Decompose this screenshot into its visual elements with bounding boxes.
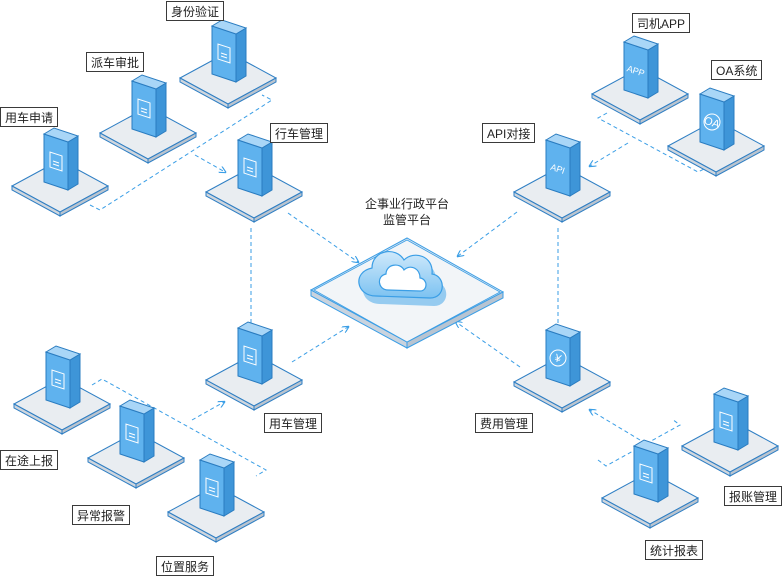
label-dispatch: 派车审批 xyxy=(86,52,145,72)
gear-document-icon xyxy=(243,157,257,178)
node-drive xyxy=(204,133,304,223)
location-pin-icon xyxy=(205,477,219,498)
node-apply xyxy=(10,127,110,217)
svg-text:OA: OA xyxy=(702,115,721,132)
warning-icon xyxy=(51,369,65,390)
label-vehicle: 用车管理 xyxy=(264,413,323,433)
node-identity xyxy=(178,19,278,109)
server-nodes: APP OA API ¥ xyxy=(10,19,780,543)
oa-icon: OA xyxy=(702,113,722,132)
node-reimburse xyxy=(680,387,780,477)
document-icon xyxy=(49,151,63,172)
link-apply-group xyxy=(89,94,274,211)
chart-line-icon xyxy=(719,411,733,432)
node-api: API xyxy=(512,133,612,223)
label-reimburse: 报账管理 xyxy=(724,486,783,506)
node-alarm xyxy=(86,399,186,489)
id-card-icon xyxy=(217,43,231,64)
label-drive: 行车管理 xyxy=(270,123,329,143)
arrow-group-to-drive xyxy=(194,154,225,172)
node-oa: OA xyxy=(666,87,766,177)
center-title-line2: 监管平台 xyxy=(382,213,431,227)
report-icon xyxy=(639,463,653,484)
node-driver-app: APP xyxy=(590,35,690,125)
center-title: 企事业行政平台 监管平台 xyxy=(352,196,462,228)
arrow-stats-group-to-expense xyxy=(590,410,641,441)
label-apply: 用车申请 xyxy=(0,107,59,127)
arrow-drive-to-center xyxy=(287,212,358,262)
node-expense: ¥ xyxy=(512,323,612,413)
label-expense: 费用管理 xyxy=(475,413,534,433)
truck-icon xyxy=(243,345,257,366)
cloud-icon xyxy=(358,251,447,306)
label-identity: 身份验证 xyxy=(166,1,225,21)
label-location: 位置服务 xyxy=(156,556,215,576)
center-platform xyxy=(309,237,505,349)
node-report-road xyxy=(12,345,112,435)
approval-icon xyxy=(137,98,151,119)
label-oa: OA系统 xyxy=(711,60,763,80)
svg-text:API: API xyxy=(549,162,566,176)
arrow-vehicle-to-center xyxy=(291,327,348,363)
arrow-expense-to-center xyxy=(456,322,521,368)
label-api: API对接 xyxy=(482,123,536,143)
node-vehicle xyxy=(204,321,304,411)
label-stats: 统计报表 xyxy=(645,540,704,560)
link-road-group xyxy=(91,378,268,477)
node-location xyxy=(166,453,266,543)
label-report-road: 在途上报 xyxy=(0,450,59,470)
arrow-road-group-to-vehicle xyxy=(191,402,224,421)
arrow-api-to-center xyxy=(458,211,518,256)
center-title-line1: 企事业行政平台 xyxy=(364,197,449,211)
api-icon: API xyxy=(549,162,566,176)
label-alarm: 异常报警 xyxy=(72,505,131,525)
alarm-icon xyxy=(125,423,139,444)
label-driver-app: 司机APP xyxy=(632,13,691,33)
arrow-app-group-to-api xyxy=(590,142,629,166)
node-dispatch xyxy=(98,74,198,164)
yen-icon: ¥ xyxy=(549,349,567,367)
node-stats xyxy=(600,439,700,529)
svg-text:¥: ¥ xyxy=(552,352,563,366)
